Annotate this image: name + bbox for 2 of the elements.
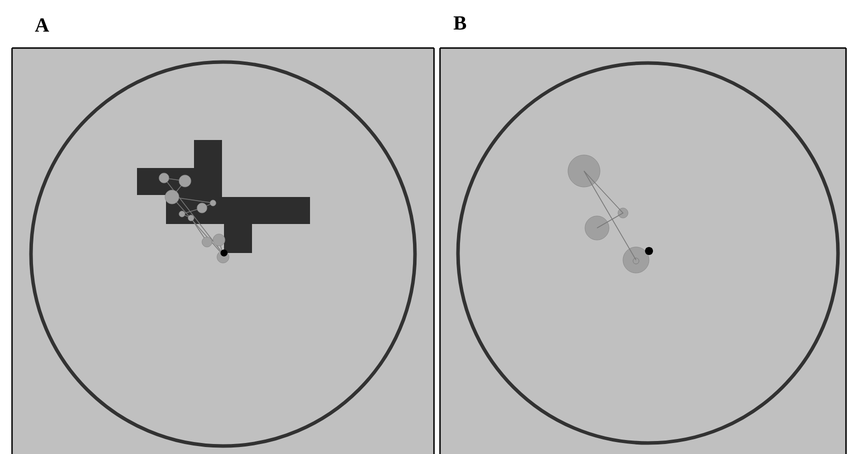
panel-label: A [34, 18, 50, 32]
panel-label: B [454, 16, 466, 30]
